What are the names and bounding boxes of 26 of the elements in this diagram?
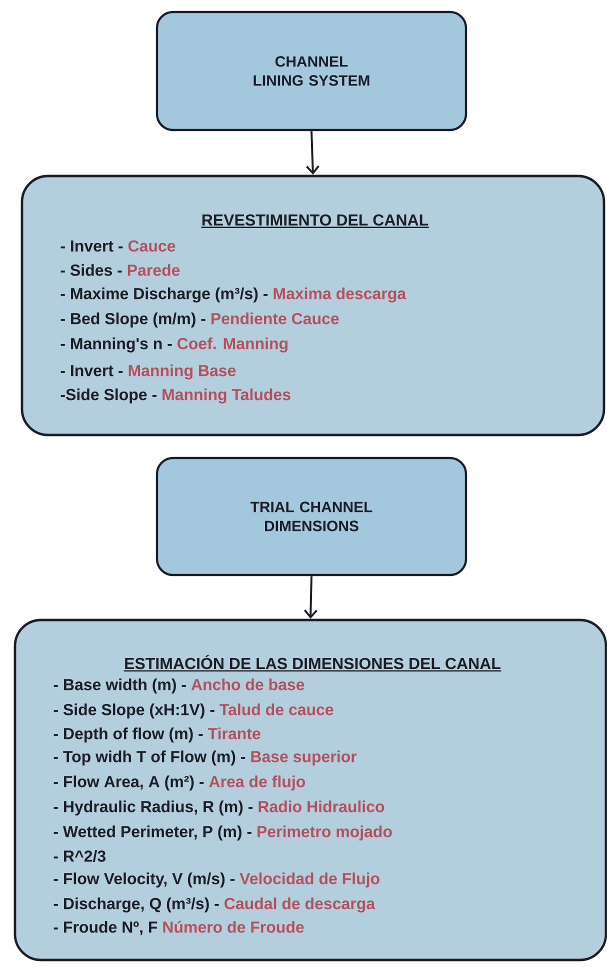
list-item: - Froude Nº, F Número de Froude (54, 920, 304, 936)
process-box: CHANNEL LINING SYSTEM (156, 10, 468, 132)
list-item: - Top widh T of Flow (m) - Base superior (54, 750, 357, 766)
list-item: - R^2/3 (54, 850, 106, 862)
list-item: - Side Slope (xH:1V) - Talud de cauce (54, 704, 334, 718)
rounded-panel (20, 174, 606, 436)
list-item: - Bed Slope (m/m) - Pendiente Cauce (60, 312, 339, 328)
list-item: - Hydraulic Radius, R (m) - Radio Hidraulico (54, 800, 384, 816)
list-item: - Invert - Cauce (60, 240, 176, 252)
panel-heading: REVESTIMIENTO DEL CANAL (201, 214, 429, 228)
list-item: - Wetted Perimeter, P (m) - Perimetro mojado (54, 826, 392, 840)
list-item: - Invert - Manning Base (60, 364, 236, 380)
list-item: - Base width (m) - Ancho de base (54, 678, 304, 694)
arrow (304, 576, 318, 619)
list-item: -Side Slope - Manning Taludes (60, 388, 290, 404)
list-item: - Flow Velocity, V (m/s) - Velocidad de Flujo (54, 872, 380, 888)
list-item: - Maxime Discharge (m³/s) - Maxima descarga (60, 288, 406, 302)
rounded-panel (14, 618, 607, 962)
list-item: - Discharge, Q (m³/s) - Caudal de descarga (54, 898, 376, 912)
process-box: TRIAL CHANNEL DIMENSIONS (156, 456, 468, 576)
list-item: - Sides - Parede (60, 264, 180, 276)
panel-heading: ESTIMACIÓN DE LAS DIMENSIONES DEL CANAL (124, 654, 502, 672)
list-item: - Depth of flow (m) - Tirante (54, 728, 260, 742)
arrow (306, 131, 320, 175)
list-item: - Flow Area, A (m²) - Area de flujo (54, 776, 306, 790)
list-item: - Manning's n - Coef. Manning (60, 338, 288, 352)
